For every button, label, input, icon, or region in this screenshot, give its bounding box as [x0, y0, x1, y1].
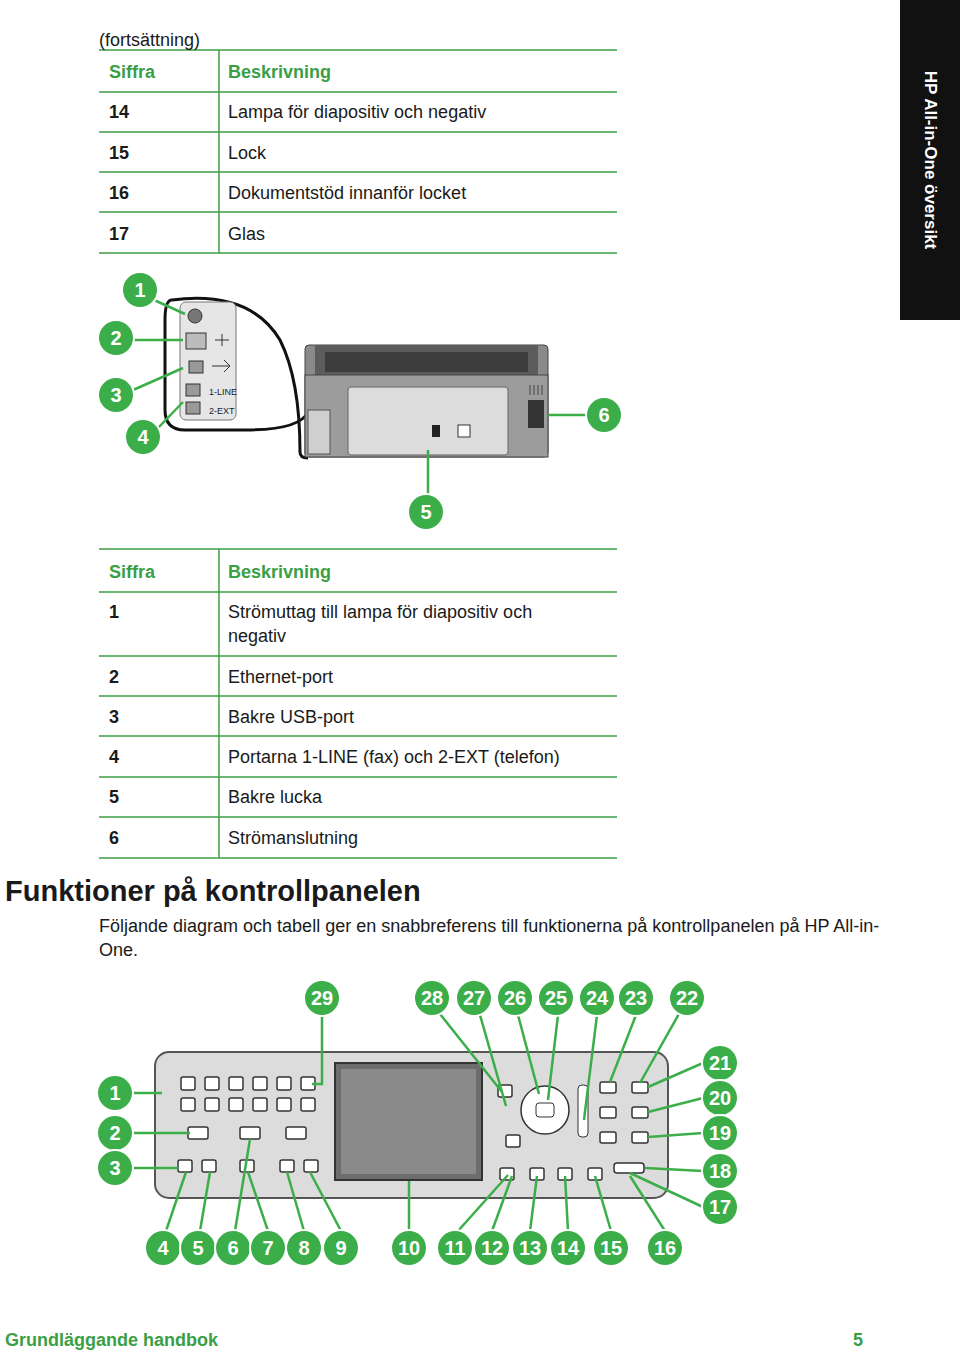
callout-number: 10: [392, 1231, 426, 1265]
callout-number: 16: [648, 1231, 682, 1265]
leader-lines: [133, 300, 586, 494]
tab-text: HP All-in-One översikt: [920, 71, 940, 250]
table-number: 1: [109, 602, 119, 623]
callout-number: 18: [703, 1154, 737, 1188]
table-number: 3: [109, 707, 119, 728]
body-text: Följande diagram och tabell ger en snabb…: [99, 914, 899, 962]
callout-number: 6: [216, 1231, 250, 1265]
callout-number: 8: [287, 1231, 321, 1265]
control-panel: [155, 1052, 668, 1198]
callout-number: 1: [123, 273, 157, 307]
callout-number: 22: [670, 981, 704, 1015]
table-number: 14: [109, 102, 129, 123]
table-text: Glas: [228, 224, 265, 245]
callout-number: 4: [146, 1231, 180, 1265]
table-text: Lampa för diapositiv och negativ: [228, 102, 486, 123]
table-text: (fortsättning): [99, 30, 200, 51]
callout-number: 21: [703, 1046, 737, 1080]
callout-number: 29: [305, 981, 339, 1015]
callout-number: 4: [126, 420, 160, 454]
table-header: Beskrivning: [228, 562, 331, 583]
table-number: 17: [109, 224, 129, 245]
side-tab: HP All-in-One översikt: [900, 0, 960, 320]
callout-number: 2: [99, 321, 133, 355]
footer-text: Grundläggande handbok: [5, 1330, 218, 1351]
port-label: 2-EXT: [209, 406, 235, 416]
callout-number: 25: [539, 981, 573, 1015]
callout-number: 19: [703, 1116, 737, 1150]
callout-number: 9: [324, 1231, 358, 1265]
table-number: 15: [109, 143, 129, 164]
callout-number: 6: [587, 398, 621, 432]
callout-number: 15: [594, 1231, 628, 1265]
table-text: Bakre USB-port: [228, 707, 354, 728]
callout-number: 17: [703, 1190, 737, 1224]
callout-number: 12: [475, 1231, 509, 1265]
table-number: 16: [109, 183, 129, 204]
callout-number: 7: [251, 1231, 285, 1265]
callout-number: 24: [580, 981, 614, 1015]
callout-number: 27: [457, 981, 491, 1015]
callout-number: 20: [703, 1081, 737, 1115]
table-text: Portarna 1-LINE (fax) och 2-EXT (telefon…: [228, 747, 560, 768]
table-header: Siffra: [109, 62, 155, 83]
callout-number: 2: [98, 1116, 132, 1150]
table-number: 2: [109, 667, 119, 688]
callout-number: 1: [98, 1076, 132, 1110]
callout-number: 5: [409, 495, 443, 529]
callout-number: 13: [513, 1231, 547, 1265]
port-label: 1-LINE: [209, 387, 237, 397]
callout-number: 3: [99, 378, 133, 412]
panel-leader-lines: [133, 1012, 703, 1231]
table-number: 4: [109, 747, 119, 768]
callout-number: 5: [181, 1231, 215, 1265]
table-text: Dokumentstöd innanför locket: [228, 183, 466, 204]
footer-text: 5: [853, 1330, 863, 1351]
table-rules: [99, 50, 617, 858]
table-text: Bakre lucka: [228, 787, 322, 808]
callout-number: 28: [415, 981, 449, 1015]
table-number: 5: [109, 787, 119, 808]
callout-number: 26: [498, 981, 532, 1015]
callout-number: 14: [551, 1231, 585, 1265]
table-text: Strömanslutning: [228, 828, 358, 849]
section-heading: Funktioner på kontrollpanelen: [5, 874, 421, 908]
table-header: Siffra: [109, 562, 155, 583]
table-header: Beskrivning: [228, 62, 331, 83]
table-number: 6: [109, 828, 119, 849]
table-text: Ethernet-port: [228, 667, 333, 688]
table-text: Lock: [228, 143, 266, 164]
printer-rear-view: [165, 298, 548, 458]
callout-number: 3: [98, 1151, 132, 1185]
callout-number: 23: [619, 981, 653, 1015]
body-text: Strömuttag till lampa för diapositiv och…: [228, 600, 578, 648]
callout-number: 11: [438, 1231, 472, 1265]
